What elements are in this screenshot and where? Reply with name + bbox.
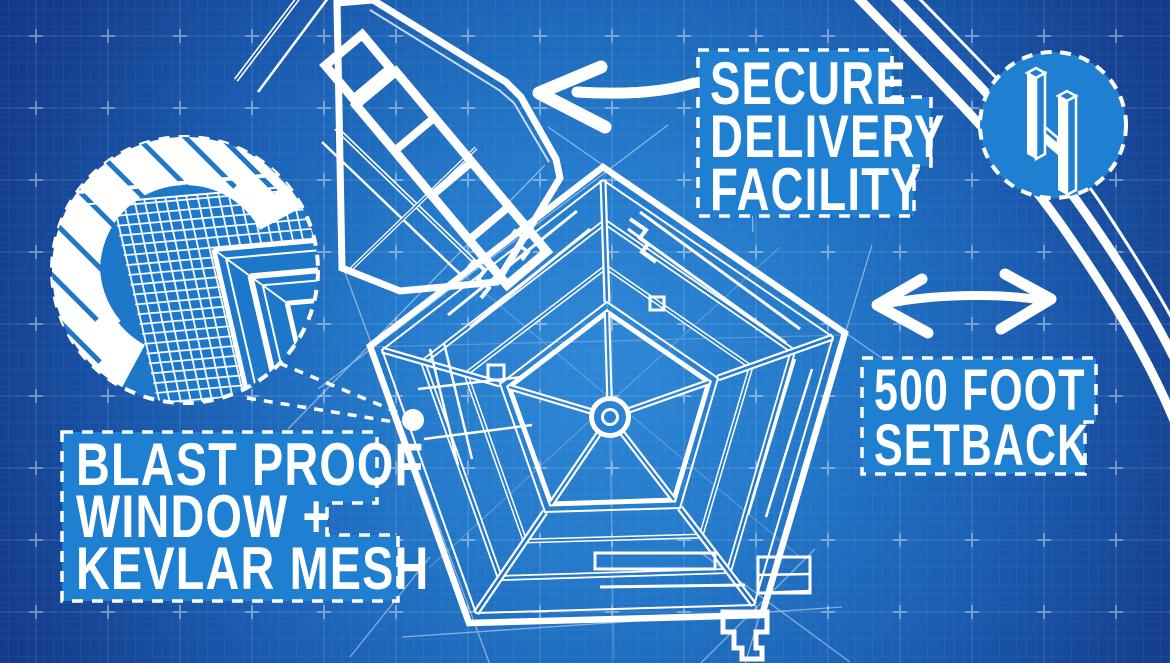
leader-lines <box>246 361 405 425</box>
blast-window-label: BLAST PROOF WINDOW + KEVLAR MESH <box>76 431 529 602</box>
access-roads <box>234 0 478 277</box>
label-line: DELIVERY <box>710 103 946 170</box>
label-boxes <box>60 48 1098 603</box>
courtyard-hub <box>589 396 631 438</box>
isometric-h-logo-icon <box>978 50 1128 200</box>
setback-label-box <box>860 356 1098 476</box>
label-line: SECURE <box>710 50 907 117</box>
callout-anchor-dot <box>402 409 424 431</box>
delivery-ramp-ladder <box>319 28 554 292</box>
secure-delivery-facility-label: SECURE DELIVERY FACILITY <box>710 50 1020 223</box>
radial-corridors <box>381 179 835 615</box>
blast-window-label-box <box>60 430 400 603</box>
label-line: FACILITY <box>710 156 922 223</box>
window-detail-circle <box>50 135 320 405</box>
annex-structure <box>720 609 770 662</box>
secure-delivery-label-box <box>696 48 933 218</box>
delivery-facility <box>319 0 564 295</box>
courtyard <box>498 300 720 514</box>
label-line: KEVLAR MESH <box>76 535 430 602</box>
label-line: WINDOW + <box>76 483 332 550</box>
pentagon-outer-wall <box>366 162 849 627</box>
secure-arrow-icon <box>532 60 700 134</box>
pentagon-plan <box>366 162 849 660</box>
label-line: SETBACK <box>874 413 1090 478</box>
label-line: 500 FOOT <box>874 358 1086 423</box>
setback-label: 500 FOOT SETBACK <box>874 358 1165 478</box>
label-line: BLAST PROOF <box>76 431 425 498</box>
setback-arrow-icon <box>871 268 1057 339</box>
